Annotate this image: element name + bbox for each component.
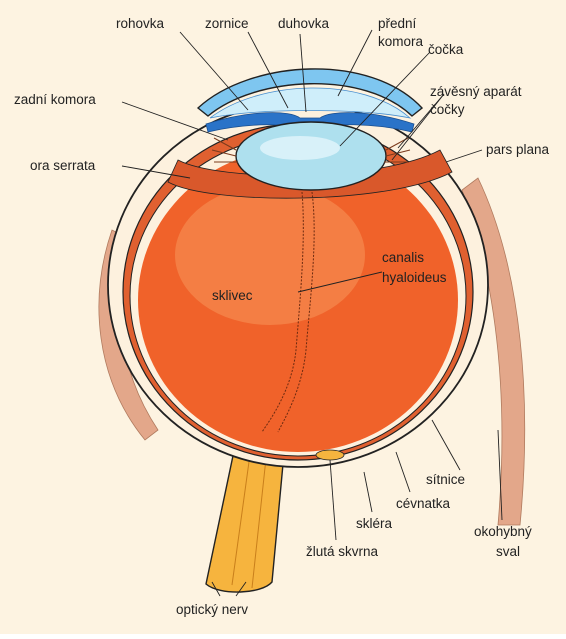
label-hyaloid-canal-line1: canalis — [382, 250, 424, 265]
label-zonule-line2: čočky — [430, 102, 465, 117]
label-retina: sítnice — [426, 472, 465, 487]
label-sclera: skléra — [356, 516, 393, 531]
label-eye-muscle-line2: sval — [496, 544, 520, 559]
label-macula: žlutá skvrna — [306, 544, 379, 559]
label-zonule-line1: závěsný aparát — [430, 84, 522, 99]
label-iris: duhovka — [278, 16, 330, 31]
label-cornea: rohovka — [116, 16, 165, 31]
label-choroid: cévnatka — [396, 496, 451, 511]
label-pars-plana: pars plana — [486, 142, 550, 157]
label-posterior-chamber: zadní komora — [14, 92, 96, 107]
label-anterior-chamber-line1: přední — [378, 16, 417, 31]
vitreous-highlight — [175, 185, 365, 325]
label-pupil: zornice — [205, 16, 249, 31]
label-anterior-chamber-line2: komora — [378, 34, 424, 49]
macula — [316, 450, 344, 460]
label-hyaloid-canal-line2: hyaloideus — [382, 270, 447, 285]
label-eye-muscle-line1: okohybný — [474, 524, 532, 539]
lens-highlight — [260, 136, 340, 160]
label-optic-nerve: optický nerv — [176, 602, 248, 617]
label-ora-serrata: ora serrata — [30, 158, 96, 173]
label-vitreous: sklivec — [212, 288, 253, 303]
label-lens: čočka — [428, 42, 464, 57]
